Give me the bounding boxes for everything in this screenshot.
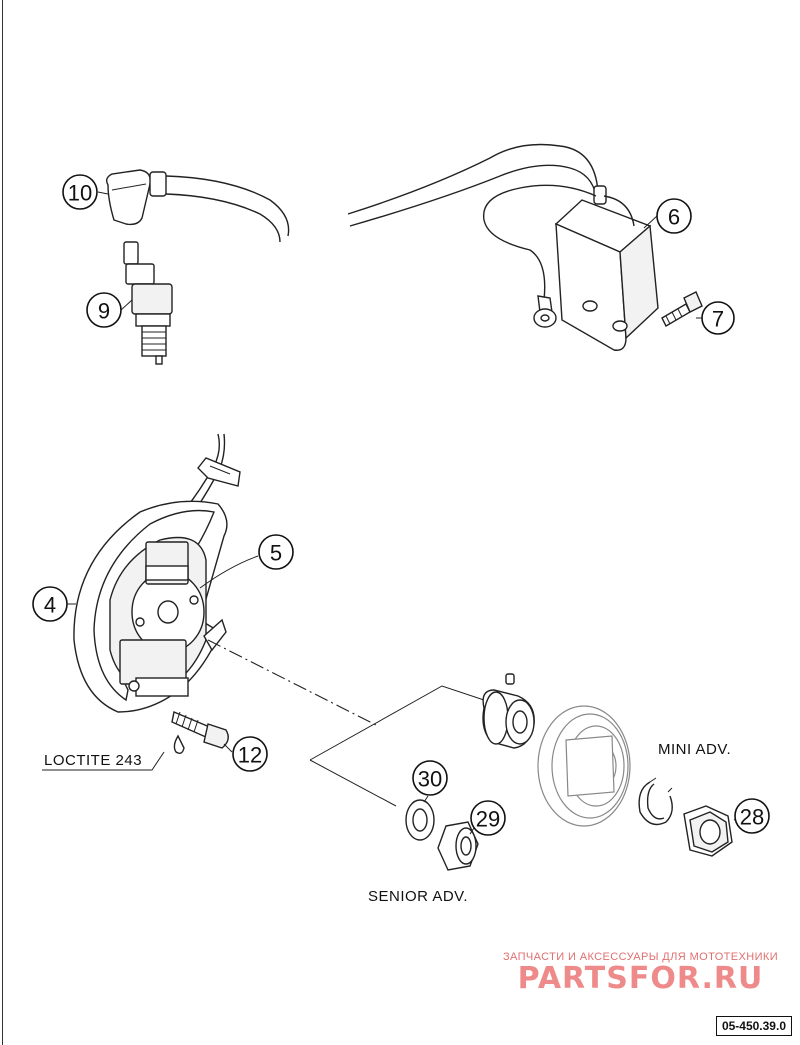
svg-text:30: 30 [418,767,442,792]
callout-12: 12 [223,736,268,772]
callout-29: 29 [469,800,506,836]
wire-clamp [197,457,241,487]
callout-10: 10 [62,174,109,210]
svg-text:6: 6 [668,205,680,230]
loctite-drop-icon [173,734,185,755]
svg-text:5: 5 [270,541,282,566]
coil-wire-2 [349,164,597,227]
ht-lead-1 [165,175,290,237]
svg-text:12: 12 [238,743,262,768]
svg-text:28: 28 [740,805,764,830]
callout-30: 30 [412,760,448,803]
callout-4: 4 [32,586,76,622]
coil-lead-2 [603,195,635,227]
coil-ground-lead [482,184,597,301]
stator-plate[interactable] [73,500,228,713]
spark-plug-cap[interactable] [105,169,167,226]
svg-text:9: 9 [98,299,110,324]
circlip[interactable] [638,777,673,826]
coil-wire-1 [347,143,599,215]
ring-terminal [533,295,557,328]
callout-9: 9 [86,292,133,328]
drawing-code: 05-450.39.0 [715,1016,792,1036]
rotor-mini-adv[interactable] [537,705,631,827]
coil-bolt[interactable] [661,291,703,327]
rotor-hub[interactable] [482,673,535,749]
senior-adv-label: SENIOR ADV. [368,888,468,905]
ht-lead-2 [165,193,281,243]
callout-7: 7 [696,301,735,335]
stator-screw[interactable] [171,711,229,749]
frame-border-line [2,0,3,1045]
assembly-axis-line [207,639,379,727]
ignition-coil[interactable] [554,185,659,351]
svg-text:10: 10 [68,181,92,206]
svg-text:7: 7 [712,307,724,332]
spark-plug[interactable] [123,241,173,365]
loctite-label: LOCTITE 243 [42,751,165,771]
svg-text:LOCTITE 243: LOCTITE 243 [44,752,142,769]
mini-adv-label: MINI ADV. [658,741,731,758]
svg-text:4: 4 [44,593,56,618]
rotor-nut[interactable] [683,805,733,857]
senior-nut[interactable] [437,821,479,871]
callout-28: 28 [733,798,770,834]
callout-5: 5 [199,534,294,589]
callout-6: 6 [643,198,692,234]
watermark-tagline: ЗАПЧАСТИ И АКСЕССУАРЫ ДЛЯ МОТОТЕХНИКИ [502,951,779,963]
watermark-logo: PARTSFOR.RU [517,961,764,996]
senior-adv-leader [309,685,491,807]
svg-text:29: 29 [476,807,500,832]
washer[interactable] [405,799,435,841]
watermark: ЗАПЧАСТИ И АКСЕССУАРЫ ДЛЯ МОТОТЕХНИКИ PA… [488,951,793,995]
